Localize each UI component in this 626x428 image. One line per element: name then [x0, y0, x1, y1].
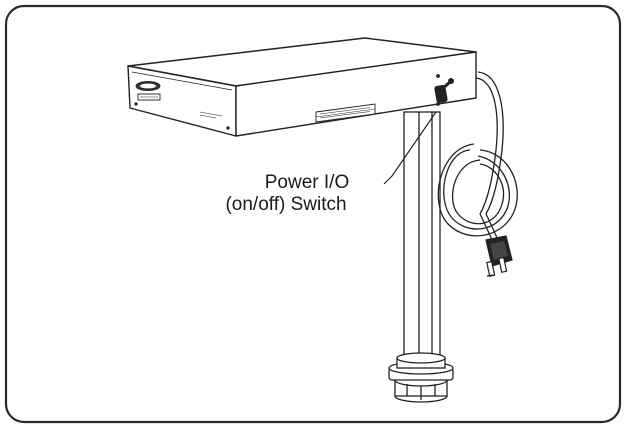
power-cord: [437, 71, 518, 245]
power-switch: [434, 74, 455, 106]
callout-label-switch: (on/off) Switch: [225, 194, 347, 215]
post-base-fitting: [388, 352, 454, 403]
callout-leader-line: [383, 111, 437, 185]
callout-label-power: Power I/O: [264, 172, 350, 193]
power-plug: [485, 235, 513, 277]
mounting-post: [403, 111, 441, 361]
box-front-details: [134, 81, 230, 130]
side-label-plate: [315, 103, 376, 123]
box-side-face: [235, 51, 477, 137]
power-box: [127, 37, 477, 137]
